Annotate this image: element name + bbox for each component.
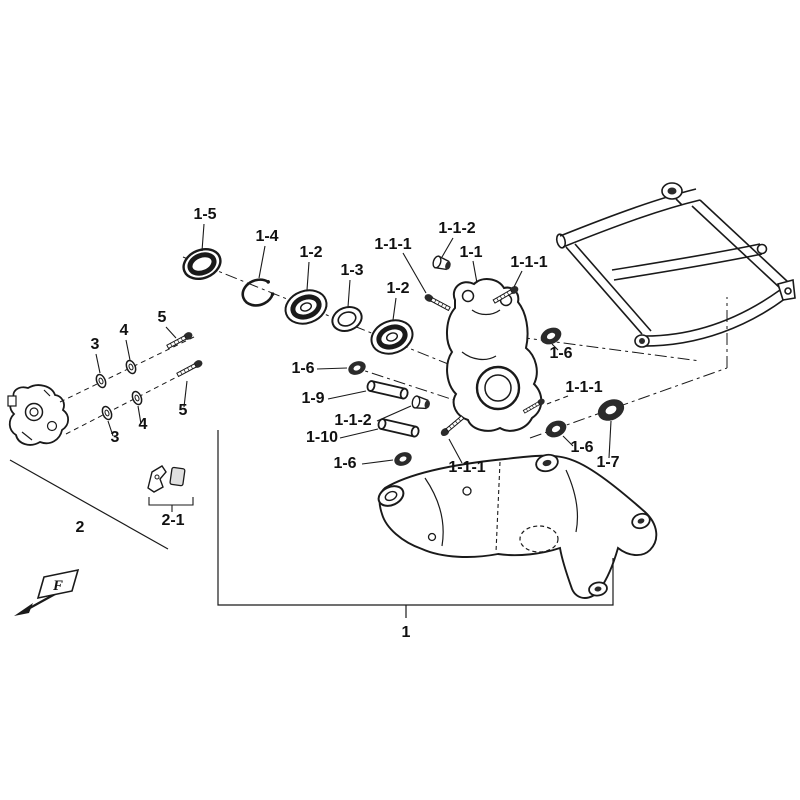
callout-1-3: 1-3	[340, 262, 363, 279]
fastener-rows	[59, 330, 205, 435]
callout-1-2-b: 1-2	[386, 280, 409, 297]
bearing-1-2b-part	[367, 315, 417, 359]
callout-1-1-1-c: 1-1-1	[448, 459, 485, 476]
callout-1-6-a: 1-6	[549, 345, 572, 362]
callout-2: 2	[76, 519, 85, 536]
brake-caliper-part	[7, 384, 70, 446]
arrowhead-icon	[14, 603, 33, 616]
bearing-stack-parts	[179, 244, 417, 359]
callout-1: 1	[402, 624, 411, 641]
washer-3-upper-part	[93, 372, 109, 390]
snap-ring-1-4-part	[241, 278, 275, 307]
washer-3-lower-part	[99, 404, 115, 422]
bolt-1-1-1-c-part	[438, 413, 466, 439]
callout-4-lower: 4	[139, 416, 148, 433]
callout-1-1-1-b: 1-1-1	[510, 254, 547, 271]
lower-arm-part	[377, 453, 658, 599]
callout-1-7: 1-7	[596, 454, 619, 471]
callout-3-upper: 3	[91, 336, 100, 353]
callout-1-2-a: 1-2	[299, 244, 322, 261]
washer-4-lower-part	[129, 389, 145, 407]
washer-1-6-right-lower-part	[542, 417, 570, 441]
subframe-mount-ring	[661, 182, 683, 206]
group-2-parts	[9, 459, 194, 550]
callout-1-5: 1-5	[193, 206, 216, 223]
callout-1-6-b: 1-6	[291, 360, 314, 377]
sleeve-1-10-part	[376, 417, 421, 439]
ring-1-7-part	[594, 395, 628, 425]
front-direction-arrow: F	[14, 568, 80, 616]
direction-flag	[36, 568, 80, 600]
callout-5-upper: 5	[158, 309, 167, 326]
callout-1-10: 1-10	[306, 429, 338, 446]
bushing-1-1-2-upper-part	[431, 254, 453, 273]
callout-1-1-2-b: 1-1-2	[334, 412, 371, 429]
callout-1-6-d: 1-6	[570, 439, 593, 456]
spacer-1-3-part	[327, 302, 367, 336]
washer-4-upper-part	[123, 358, 139, 376]
callout-3-lower: 3	[111, 429, 120, 446]
bolt-1-1-1-a-part	[422, 292, 452, 313]
callout-1-1: 1-1	[459, 244, 482, 261]
callout-1-6-c: 1-6	[333, 455, 356, 472]
subframe-part	[555, 182, 796, 348]
callout-4-upper: 4	[120, 322, 129, 339]
callout-1-1-1-d: 1-1-1	[565, 379, 602, 396]
bracket-1	[217, 430, 614, 618]
callout-2-1: 2-1	[161, 512, 184, 529]
callout-1-1-2-a: 1-1-2	[438, 220, 475, 237]
callout-1-4: 1-4	[255, 228, 278, 245]
bolt-5-upper-part	[165, 330, 195, 351]
bearing-1-2-part	[281, 285, 331, 329]
direction-flag-label: F	[52, 578, 63, 594]
pad-block-2-1-part	[169, 466, 186, 487]
leader-lines	[95, 223, 612, 465]
callout-1-1-1-a: 1-1-1	[374, 236, 411, 253]
washer-1-6-lower-part	[392, 449, 414, 469]
bolt-5-lower-part	[175, 358, 205, 379]
callout-5-lower: 5	[179, 402, 188, 419]
washer-1-6-left-part	[346, 358, 368, 378]
callout-1-9: 1-9	[301, 390, 324, 407]
bushing-1-1-2-lower-part	[410, 394, 432, 412]
knuckle-part	[446, 278, 543, 432]
